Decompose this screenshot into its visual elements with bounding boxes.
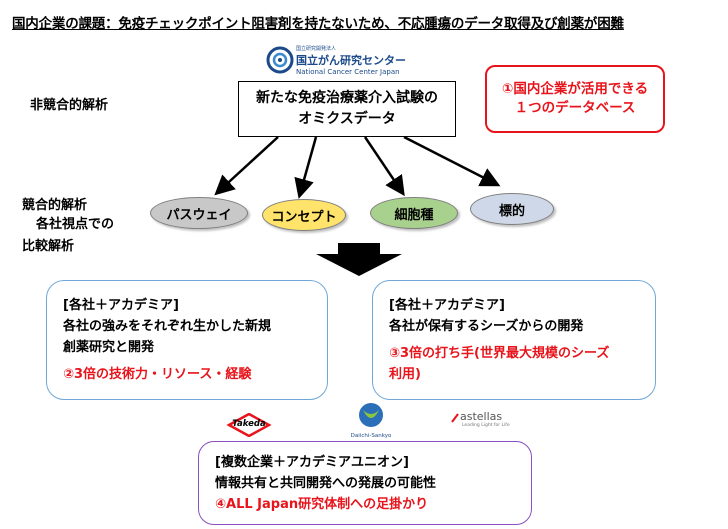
individual-strength-box: [各社＋アカデミア] 各社の強みをそれぞれ生かした新規 創薬研究と開発 ②3倍の… [46,280,328,400]
astellas-logo-text: astellas [460,410,503,423]
arrow-to-target [403,135,501,187]
database-note-line-1: ①国内企業が活用できる [501,81,649,97]
ncc-name-en: National Cancer Center Japan [296,68,400,76]
category-target: 標的 [470,193,554,225]
takeda-logo: Takeda [225,413,273,437]
non-competitive-label: 非競合的解析 [30,98,109,113]
big-down-arrow [316,243,402,276]
category-concept: コンセプト [262,199,346,231]
left-box-line-1: 各社の強みをそれぞれ生かした新規 [63,319,272,334]
arrow-to-pathway [214,136,279,196]
astellas-logo: astellas Leading Light for Life [450,410,510,430]
database-note-box: ①国内企業が活用できる １つのデータベース [485,65,665,133]
competitive-label-3: 比較解析 [22,239,75,254]
page-title: 国内企業の課題：免疫チェックポイント阻害剤を持たないため、不応腫瘍のデータ取得及… [12,16,624,32]
left-box-highlight: ②3倍の技術力・リソース・経験 [63,367,252,382]
competitive-label-1: 競合的解析 [22,198,88,213]
union-box: [複数企業＋アカデミアユニオン] 情報共有と共同開発への発展の可能性 ④ALL … [198,441,532,525]
omics-line-1: 新たな免疫治療薬介入試験の [256,90,438,106]
right-box-line-1: 各社が保有するシーズからの開発 [389,319,584,334]
left-box-line-2: 創薬研究と開発 [63,340,155,355]
ncc-name-jp: 国立がん研究センター [296,54,406,67]
bottom-box-line: 情報共有と共同開発への発展の可能性 [215,476,437,491]
omics-line-2: オミクスデータ [298,111,396,127]
bottom-box-header: [複数企業＋アカデミアユニオン] [215,455,409,470]
daiichi-sankyo-logo: Daiichi-Sankyo [351,400,391,444]
arrow-to-cell-type [363,136,405,197]
astellas-tagline: Leading Light for Life [462,423,510,428]
right-box-header: [各社＋アカデミア] [389,298,505,313]
omics-data-box: 新たな免疫治療薬介入試験の オミクスデータ [238,81,456,137]
ncc-emblem-icon [266,46,294,74]
ncc-small-text: 国立研究開発法人 [296,46,337,52]
category-pathway: パスウェイ [150,197,248,229]
daiichi-emblem-icon [359,403,383,427]
astellas-mark-icon [451,413,459,423]
arrow-to-concept [294,136,318,199]
takeda-logo-icon [226,413,272,437]
bottom-box-highlight: ④ALL Japan研究体制への足掛かり [215,497,429,512]
competitive-label-2: 各社視点での [36,217,115,232]
right-box-highlight-1: ③3倍の打ち手(世界最大規模のシーズ [389,346,610,361]
daiichi-logo-text: Daiichi-Sankyo [350,433,392,439]
takeda-logo-text: Takeda [232,419,266,429]
database-note-line-2: １つのデータベース [514,100,636,116]
ncc-logo: 国立研究開発法人 国立がん研究センター National Cancer Cent… [266,44,406,80]
right-box-highlight-2: 利用) [389,367,421,382]
seeds-development-box: [各社＋アカデミア] 各社が保有するシーズからの開発 ③3倍の打ち手(世界最大規… [372,280,656,400]
left-box-header: [各社＋アカデミア] [63,298,179,313]
category-cell-type: 細胞種 [370,197,458,229]
